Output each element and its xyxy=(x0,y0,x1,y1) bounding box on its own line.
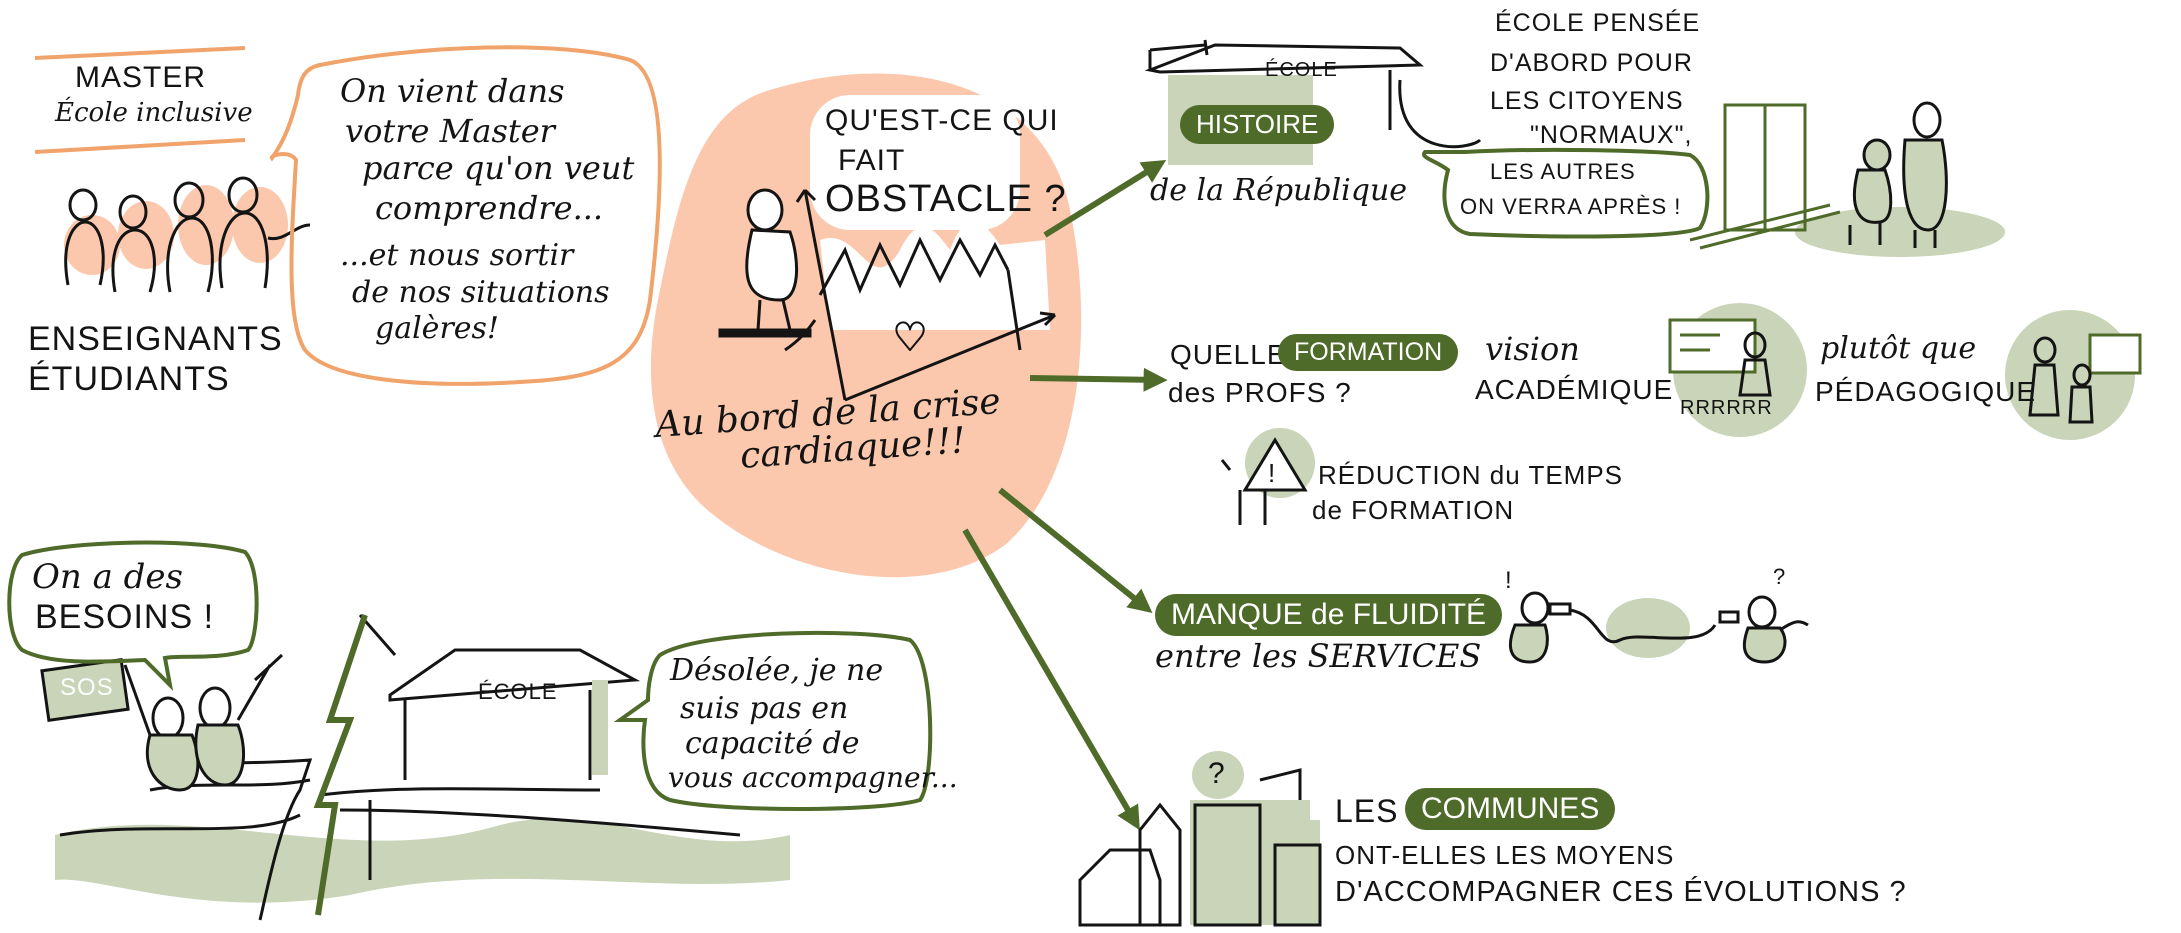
center-question-line2: FAIT xyxy=(838,144,906,177)
ecole-pensee-line2: D'ABORD POUR xyxy=(1490,49,1693,77)
vision-line2: ACADÉMIQUE xyxy=(1475,374,1674,405)
bubble-desolee-outline xyxy=(613,630,933,811)
center-question-line3: OBSTACLE ? xyxy=(825,178,1067,220)
vision-line1: vision xyxy=(1485,330,1580,368)
manque-subtitle: entre les SERVICES xyxy=(1155,637,1482,675)
communes-line3: D'ACCOMPAGNER CES ÉVOLUTIONS ? xyxy=(1335,876,1907,908)
center-question-line1: QU'EST-CE QUI xyxy=(825,104,1059,137)
master-subtitle: École inclusive xyxy=(55,98,253,128)
ecole-pensee-line4: "NORMAUX", xyxy=(1530,121,1693,149)
warning-exclaim: ! xyxy=(1268,458,1277,488)
obstacle-chart-drawing xyxy=(718,95,1057,402)
board-students-label: RRRRRR xyxy=(1680,397,1773,419)
heart-icon: ♥ xyxy=(893,315,927,359)
phone-people-illustration xyxy=(1509,591,1809,664)
plutot-line2: PÉDAGOGIQUE xyxy=(1815,376,2037,407)
bubble-master-line7: galères! xyxy=(375,311,499,346)
communes-prefix: LES xyxy=(1335,793,1399,829)
bubble-autres-line1: LES AUTRES xyxy=(1490,159,1636,184)
ecole-pensee-line3: LES CITOYENS xyxy=(1490,87,1684,115)
bubble-master-line6: de nos situations xyxy=(352,275,610,310)
formation-prefix: QUELLE xyxy=(1170,339,1287,370)
formation-suffix: des PROFS ? xyxy=(1168,377,1352,408)
master-title: MASTER xyxy=(75,61,207,94)
master-top-line xyxy=(34,46,246,60)
school-sign-bottom: ÉCOLE xyxy=(478,679,558,704)
bubble-master-line2: votre Master xyxy=(345,112,555,150)
formation-tag: FORMATION xyxy=(1278,334,1459,371)
bubble-desolee-line4: vous accompagner... xyxy=(668,761,958,794)
town-illustration xyxy=(1078,751,1322,927)
bubble-master-line4: comprendre... xyxy=(375,189,604,227)
histoire-tag: HISTOIRE xyxy=(1180,105,1335,144)
bubble-master-outline xyxy=(269,45,662,386)
manque-tag: MANQUE de FLUIDITÉ xyxy=(1155,594,1503,636)
bubble-sos-outline xyxy=(7,540,259,691)
crack-line xyxy=(313,614,368,916)
connector-arrows xyxy=(962,159,1168,831)
phone-exclaim: ! xyxy=(1505,567,1513,594)
communes-question-mark: ? xyxy=(1208,757,1226,790)
bubble-autres-line2: ON VERRA APRÈS ! xyxy=(1460,194,1682,219)
warning-character xyxy=(1220,428,1315,525)
bubble-autres-outline xyxy=(1422,147,1710,239)
reduction-line1: RÉDUCTION du TEMPS xyxy=(1318,460,1624,490)
communes-line2: ONT-ELLES LES MOYENS xyxy=(1335,840,1675,870)
sos-sign-label: SOS xyxy=(60,674,114,701)
bubble-sos-line2: BESOINS ! xyxy=(35,598,215,636)
ecole-pensee-line1: ÉCOLE PENSÉE xyxy=(1495,9,1701,37)
classroom-illustrations xyxy=(1668,303,2142,440)
sos-scene xyxy=(40,614,790,921)
bubble-master-line1: On vient dans xyxy=(340,72,565,110)
teachers-label-line2: ÉTUDIANTS xyxy=(28,360,230,398)
communes-tag: COMMUNES xyxy=(1405,788,1616,830)
bubble-sos-line1: On a des xyxy=(32,557,183,597)
phone-question: ? xyxy=(1773,564,1787,589)
bubble-master-line3: parce qu'on veut xyxy=(362,149,635,187)
bubble-desolee-line3: capacité de xyxy=(685,726,860,761)
reduction-line2: de FORMATION xyxy=(1312,495,1515,525)
door-people-illustration xyxy=(1689,101,2005,257)
teachers-label-line1: ENSEIGNANTS xyxy=(28,320,283,358)
master-bottom-line xyxy=(34,138,246,154)
plutot-line1: plutôt que xyxy=(1820,331,1977,366)
bubble-master-line5: ...et nous sortir xyxy=(340,238,574,273)
histoire-subtitle: de la République xyxy=(1150,173,1408,208)
school-sign-top: ÉCOLE xyxy=(1265,59,1338,81)
bubble-desolee-line1: Désolée, je ne xyxy=(670,653,884,688)
teachers-group-illustration xyxy=(64,176,311,293)
bubble-desolee-line2: suis pas en xyxy=(680,691,849,726)
